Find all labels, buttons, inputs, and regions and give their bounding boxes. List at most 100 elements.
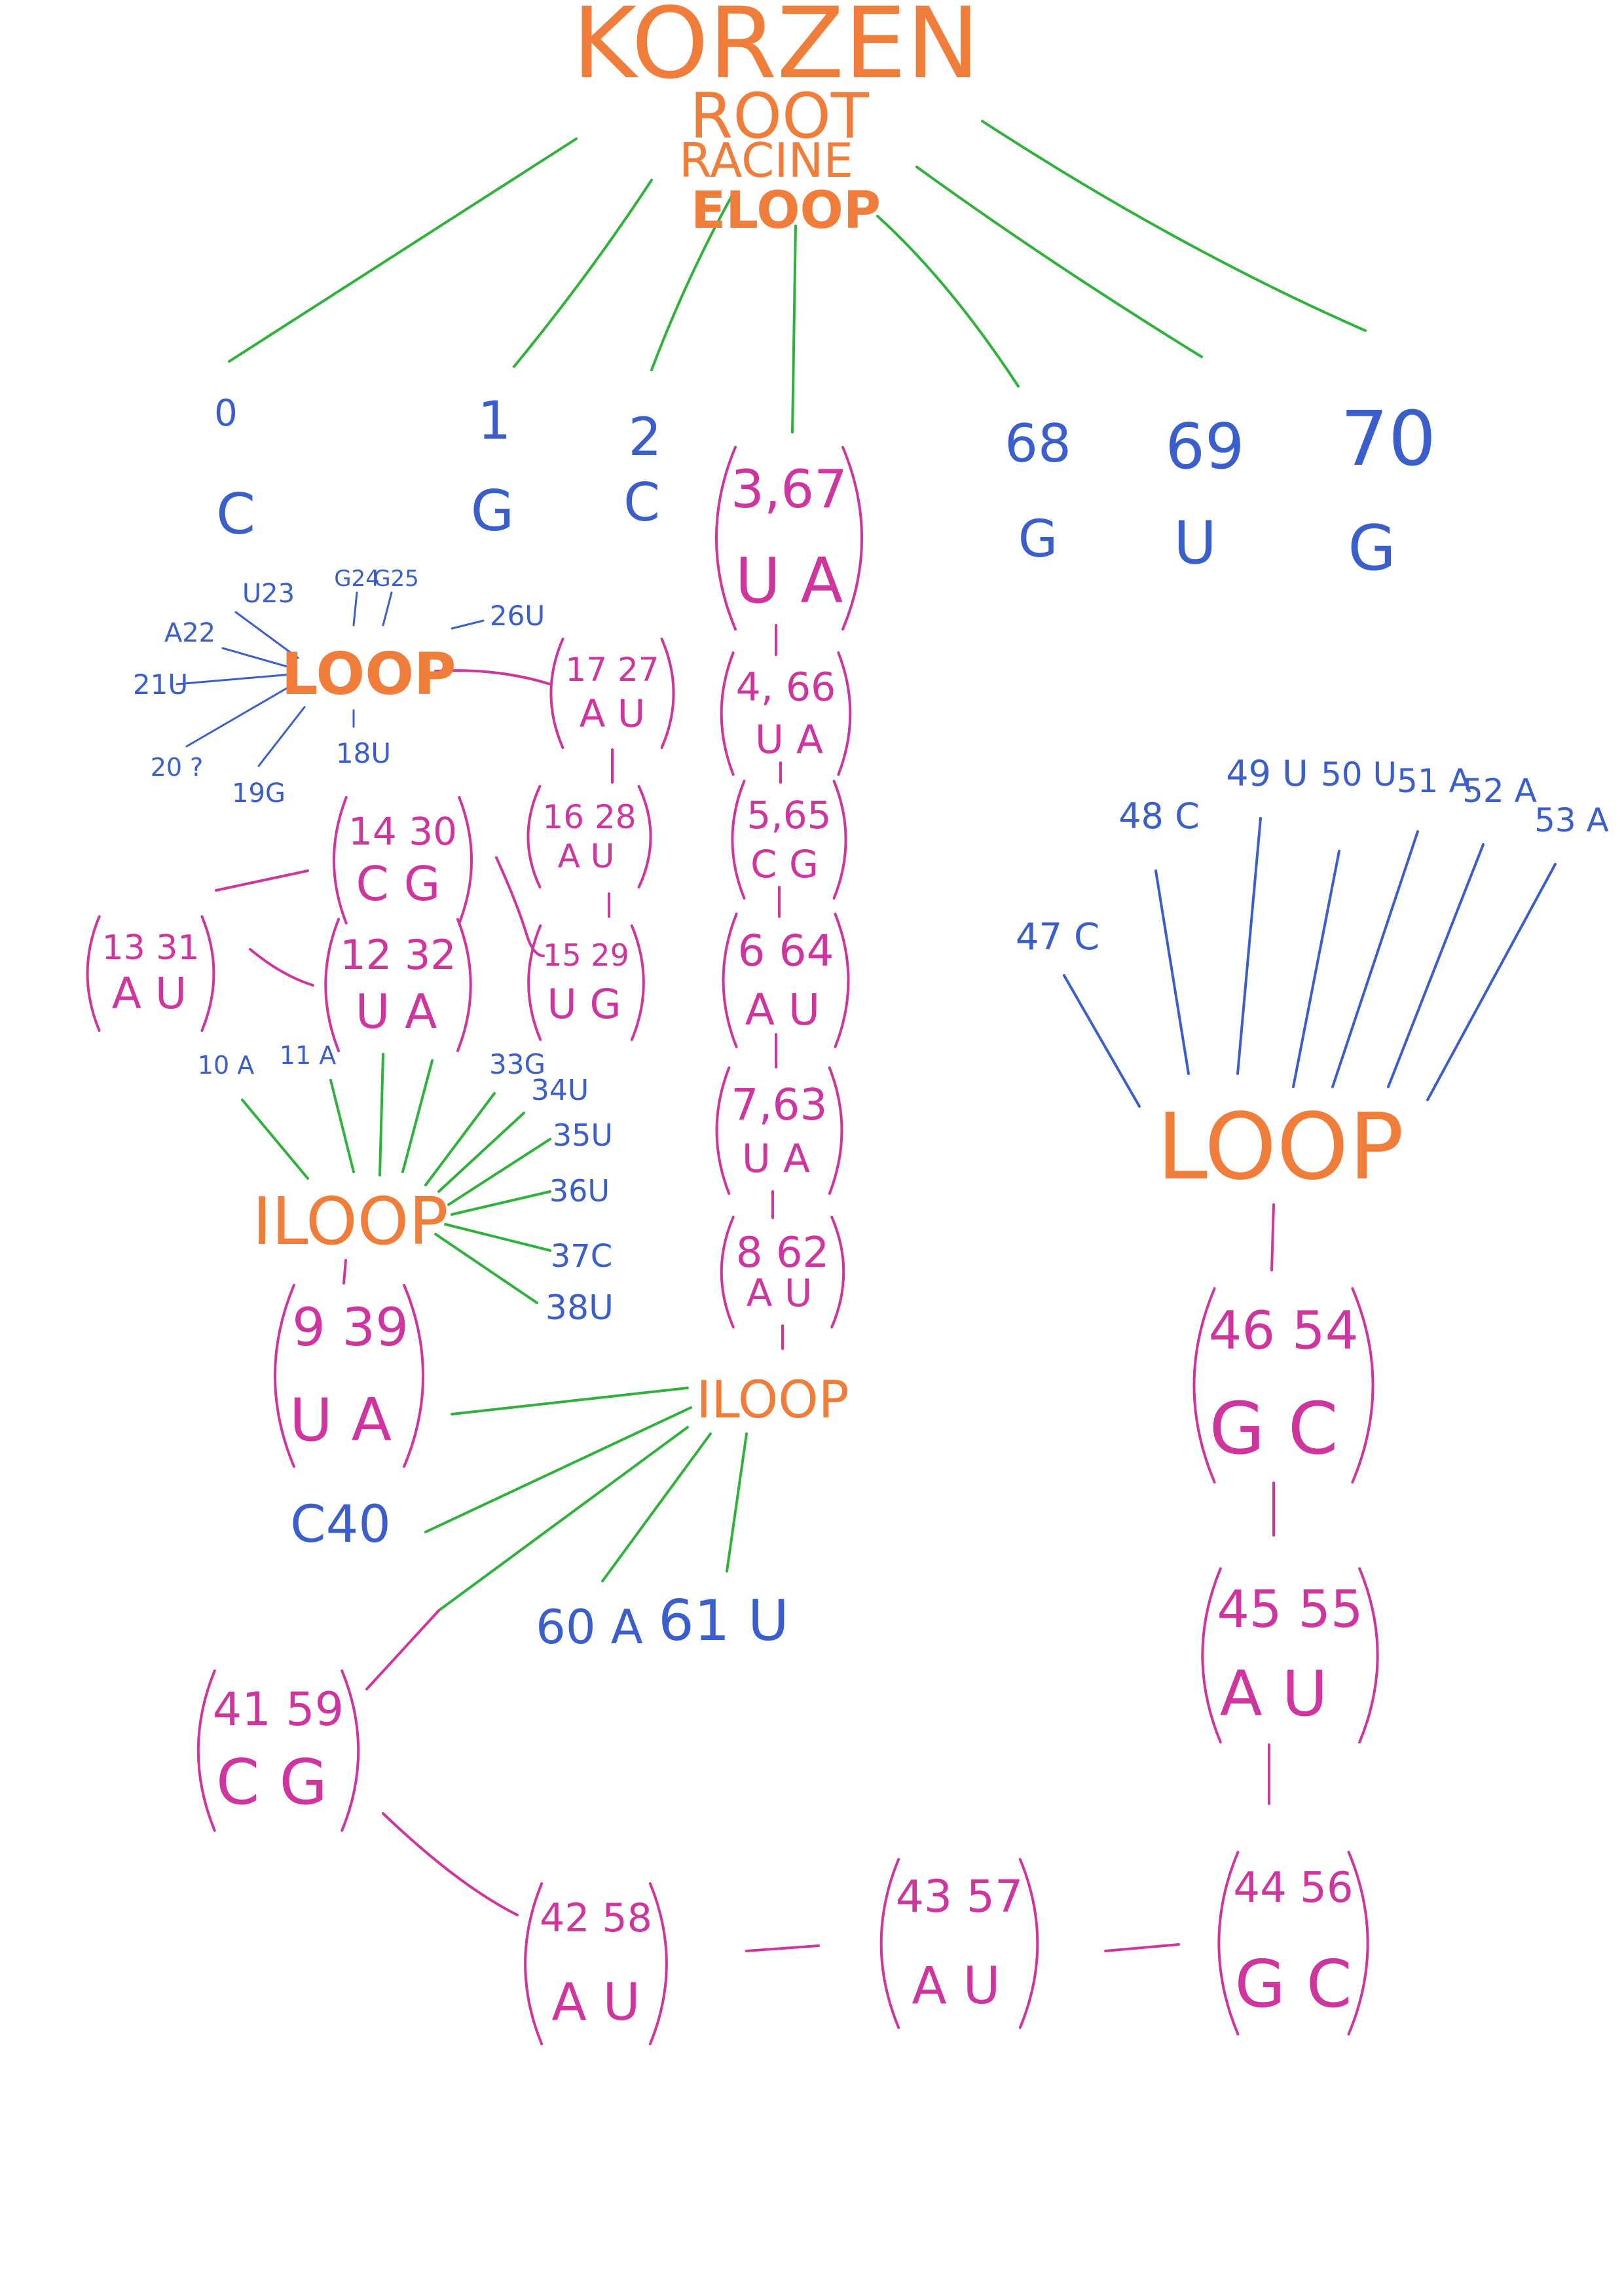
il-nt-10a: 10 A (198, 1051, 254, 1080)
pair-45-55-open-bracket (1201, 1567, 1222, 1743)
sl-nt-20: 20 ? (151, 753, 204, 782)
edge-p13-p12 (249, 948, 314, 987)
edge-rl-48 (1154, 869, 1190, 1075)
edge-root-pair3 (791, 225, 797, 433)
edge-sl-19 (257, 706, 306, 767)
edge-sl-26 (451, 619, 485, 630)
interior-loop-center: ILOOP (696, 1371, 849, 1430)
edge-sl-25 (382, 591, 393, 627)
pair-44-56: 44 56 G C (1233, 1864, 1353, 2022)
edge-rl-50 (1292, 850, 1340, 1088)
pair-9-39-open-bracket (273, 1284, 295, 1468)
pair-17-27-open-bracket (549, 638, 564, 749)
rl-nt-48c: 48 C (1118, 795, 1200, 837)
pair-14-30-open-bracket (333, 796, 348, 924)
nt-69-pos: 69 (1166, 411, 1245, 483)
pair-15-29: 15 29 U G (543, 938, 629, 1028)
pair-4-66-close-bracket (837, 651, 852, 776)
nt-69-base: U (1173, 509, 1217, 577)
pair-43-57-close-bracket (1018, 1858, 1039, 2029)
pair-brackets (86, 446, 1379, 2045)
edge-root-68 (876, 215, 1020, 388)
sl-nt-g24: G24 (334, 566, 380, 592)
pair-5-65-open-bracket (731, 780, 746, 900)
pair-44-56-close-bracket (1347, 1851, 1369, 2035)
pair-41-59-pos: 41 59 (213, 1683, 344, 1736)
pair-15-29-pos: 15 29 (543, 938, 629, 973)
pair-16-28: 16 28 A U (542, 798, 636, 875)
edge-p41-p42 (382, 1812, 519, 1916)
pair-46-54-pos: 46 54 (1208, 1300, 1358, 1361)
pair-13-31-pos: 13 31 (102, 928, 200, 968)
pair-3-67: 3,67 U A (731, 459, 847, 617)
pair-5-65: 5,65 C G (747, 793, 831, 886)
pair-6-64-open-bracket (722, 913, 738, 1048)
edge-rl-51 (1331, 830, 1419, 1088)
pair-17-27-pos: 17 27 (565, 651, 659, 689)
hairpin-loop-small: LOOP (281, 640, 456, 708)
pair-3-67-bases: U A (735, 545, 843, 617)
loops: LOOP ILOOP ILOOP LOOP (252, 640, 1404, 1430)
edge-il-36 (451, 1190, 551, 1216)
nt-1-pos: 1 (478, 390, 511, 451)
top-nucleotides: 0 C 1 G 2 C 68 G 69 U 70 G (214, 390, 1436, 585)
edge-p14-p15 (495, 856, 545, 957)
nt-70-base: G (1348, 513, 1396, 585)
edge-ic-c40 (424, 1406, 692, 1533)
pair-9-39-pos: 9 39 (292, 1297, 409, 1358)
rl-nt-50u: 50 U (1321, 756, 1397, 793)
edge-sl-22 (221, 647, 293, 669)
edge-sl-24 (352, 591, 358, 627)
pair-5-65-close-bracket (832, 780, 847, 900)
nt-2-base: C (623, 472, 660, 533)
pair-7-63-pos: 7,63 (731, 1080, 828, 1130)
edge-root-69 (915, 166, 1203, 358)
edge-sl-21 (175, 673, 293, 685)
edge-root-70 (981, 120, 1367, 332)
pair-45-55-pos: 45 55 (1217, 1580, 1363, 1639)
pair-42-58-close-bracket (648, 1882, 668, 2045)
edge-sl-23 (234, 611, 299, 659)
pair-4-66-pos: 4, 66 (736, 665, 836, 710)
title-eloop: ELOOP (691, 181, 881, 240)
edge-ic-p41-pink (365, 1609, 440, 1690)
pair-46-54-open-bracket (1192, 1287, 1216, 1484)
hairpin-loop-right: LOOP (1156, 1094, 1404, 1201)
edge-il-34 (437, 1112, 525, 1193)
pair-45-55-bases: A U (1220, 1658, 1328, 1730)
edge-p42-p43 (745, 1944, 820, 1952)
pair-13-31: 13 31 A U (102, 928, 200, 1019)
pair-46-54-bases: G C (1209, 1387, 1338, 1470)
rl-nt-47c: 47 C (1016, 916, 1099, 958)
nt-2-pos: 2 (629, 407, 662, 467)
pair-12-32: 12 32 U A (340, 931, 456, 1039)
pair-43-57-bases: A U (912, 1957, 1000, 2016)
edge-p14-p13 (215, 869, 309, 892)
edge-ic-60 (601, 1432, 712, 1582)
sl-nt-21u: 21U (133, 668, 188, 701)
ic-nt-c40: C40 (290, 1495, 391, 1554)
edge-root-1 (513, 179, 653, 368)
pair-41-59-open-bracket (196, 1669, 216, 1832)
edge-root-2 (650, 192, 735, 371)
edges-root (228, 120, 1367, 433)
pair-8-62-close-bracket (830, 1216, 845, 1328)
pair-42-58-open-bracket (524, 1882, 544, 2045)
pair-5-65-pos: 5,65 (747, 793, 831, 837)
pair-7-63: 7,63 U A (731, 1080, 828, 1182)
pair-45-55: 45 55 A U (1217, 1580, 1363, 1730)
pair-16-28-bases: A U (558, 837, 615, 875)
edge-root-0 (228, 137, 578, 363)
iloop-center-nucleotides: C40 60 A 61 U (290, 1495, 789, 1654)
pair-42-58-pos: 42 58 (540, 1895, 652, 1941)
pair-7-63-open-bracket (715, 1066, 731, 1195)
pair-7-63-close-bracket (828, 1066, 843, 1195)
pair-17-27: 17 27 A U (565, 651, 659, 736)
edges-small-loop (175, 591, 485, 767)
il-nt-11a: 11 A (280, 1041, 336, 1070)
pair-14-30-pos: 14 30 (348, 809, 457, 854)
pair-12-32-pos: 12 32 (340, 931, 456, 979)
il-nt-33g: 33G (489, 1048, 545, 1080)
nt-0-pos: 0 (214, 392, 238, 435)
